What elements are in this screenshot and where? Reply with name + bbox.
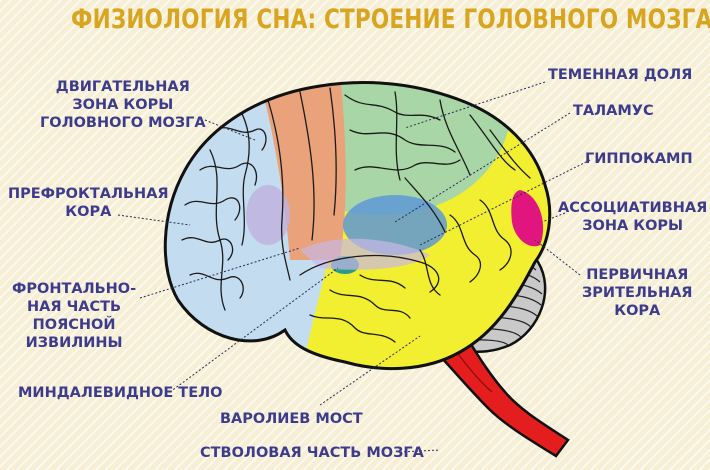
leader-brainstem [399, 449, 441, 453]
leader-visual [534, 239, 581, 276]
prefrontal-highlight [246, 185, 290, 245]
page-title: ФИЗИОЛОГИЯ СНА: СТРОЕНИЕ ГОЛОВНОГО МОЗГА [71, 4, 710, 35]
cerebrum [163, 81, 552, 371]
label-pons: ВАРОЛИЕВ МОСТ [220, 411, 363, 427]
label-amygdala: МИНДАЛЕВИДНОЕ ТЕЛО [18, 385, 223, 401]
label-thalamus: ТАЛАМУС [573, 103, 654, 119]
leader-pons [319, 335, 421, 406]
label-cingulate: ФРОНТАЛЬНО- НАЯ ЧАСТЬ ПОЯСНОЙ ИЗВИЛИНЫ [12, 281, 137, 351]
visual-cortex-region [511, 190, 544, 247]
label-visual: ПЕРВИЧНАЯ ЗРИТЕЛЬНАЯ КОРА [582, 267, 693, 319]
label-brainstem: СТВОЛОВАЯ ЧАСТЬ МОЗГА [200, 445, 424, 461]
leader-amygdala [169, 267, 339, 393]
label-association: АССОЦИАТИВНАЯ ЗОНА КОРЫ [558, 200, 708, 234]
leader-lines [117, 81, 591, 453]
leader-parietal [404, 81, 546, 129]
leader-motor-cortex [204, 119, 256, 141]
label-prefrontal: ПРЕФРОКТАЛЬНАЯ КОРА [8, 186, 169, 220]
motor-zone-region [260, 82, 346, 260]
label-hippocampus: ГИППОКАМП [585, 151, 693, 167]
leader-prefrontal [117, 214, 191, 226]
label-motor-cortex: ДВИГАТЕЛЬНАЯ ЗОНА КОРЫ ГОЛОВНОГО МОЗГА [40, 79, 206, 131]
cingulate-region [300, 238, 430, 270]
leader-association [541, 212, 566, 223]
label-parietal: ТЕМЕННАЯ ДОЛЯ [548, 67, 693, 83]
